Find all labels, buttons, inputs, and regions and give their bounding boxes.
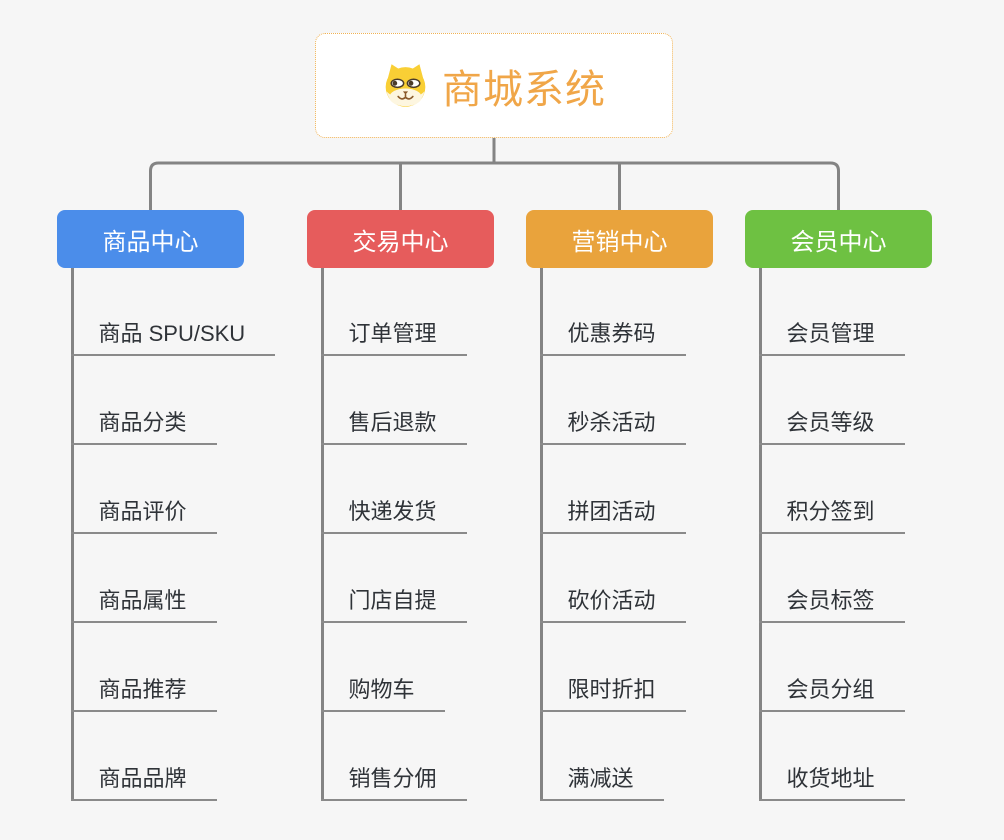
leaf-item[interactable]: 优惠券码 bbox=[539, 320, 686, 356]
leaf-item[interactable]: 快递发货 bbox=[320, 498, 467, 534]
leaf-item[interactable]: 会员标签 bbox=[758, 587, 905, 623]
leaf-item[interactable]: 会员分组 bbox=[758, 676, 905, 712]
branch-spine bbox=[539, 268, 543, 800]
branch-label: 会员中心 bbox=[790, 228, 887, 256]
leaf-item[interactable]: 购物车 bbox=[320, 676, 445, 712]
branch-label: 交易中心 bbox=[352, 228, 449, 256]
leaf-item[interactable]: 商品 SPU/SKU bbox=[70, 320, 276, 356]
leaf-item[interactable]: 满减送 bbox=[539, 765, 664, 801]
root-title: 商城系统 bbox=[442, 67, 606, 112]
branch-label: 商品中心 bbox=[102, 228, 199, 256]
leaf-item[interactable]: 收货地址 bbox=[758, 765, 905, 801]
branch-node-trade[interactable]: 交易中心 bbox=[307, 210, 494, 268]
branch-label: 营销中心 bbox=[571, 228, 668, 256]
branch-node-member[interactable]: 会员中心 bbox=[745, 210, 932, 268]
branch-node-goods[interactable]: 商品中心 bbox=[57, 210, 244, 268]
leaf-item[interactable]: 商品品牌 bbox=[70, 765, 217, 801]
leaf-item[interactable]: 拼团活动 bbox=[539, 498, 686, 534]
branch-node-marketing[interactable]: 营销中心 bbox=[526, 210, 713, 268]
leaf-item[interactable]: 销售分佣 bbox=[320, 765, 467, 801]
leaf-item[interactable]: 门店自提 bbox=[320, 587, 467, 623]
leaf-item[interactable]: 商品评价 bbox=[70, 498, 217, 534]
leaf-item[interactable]: 商品分类 bbox=[70, 409, 217, 445]
leaf-item[interactable]: 会员管理 bbox=[758, 320, 905, 356]
leaf-item[interactable]: 砍价活动 bbox=[539, 587, 686, 623]
root-node[interactable]: 商城系统 bbox=[315, 33, 673, 138]
leaf-item[interactable]: 积分签到 bbox=[758, 498, 905, 534]
branch-spine bbox=[320, 268, 324, 800]
leaf-item[interactable]: 秒杀活动 bbox=[539, 409, 686, 445]
branch-spine bbox=[70, 268, 74, 800]
leaf-item[interactable]: 售后退款 bbox=[320, 409, 467, 445]
leaf-item[interactable]: 会员等级 bbox=[758, 409, 905, 445]
dog-face-icon bbox=[385, 64, 426, 107]
branch-spine bbox=[758, 268, 762, 800]
leaf-item[interactable]: 订单管理 bbox=[320, 320, 467, 356]
leaf-item[interactable]: 商品属性 bbox=[70, 587, 217, 623]
leaf-item[interactable]: 商品推荐 bbox=[70, 676, 217, 712]
leaf-item[interactable]: 限时折扣 bbox=[539, 676, 686, 712]
